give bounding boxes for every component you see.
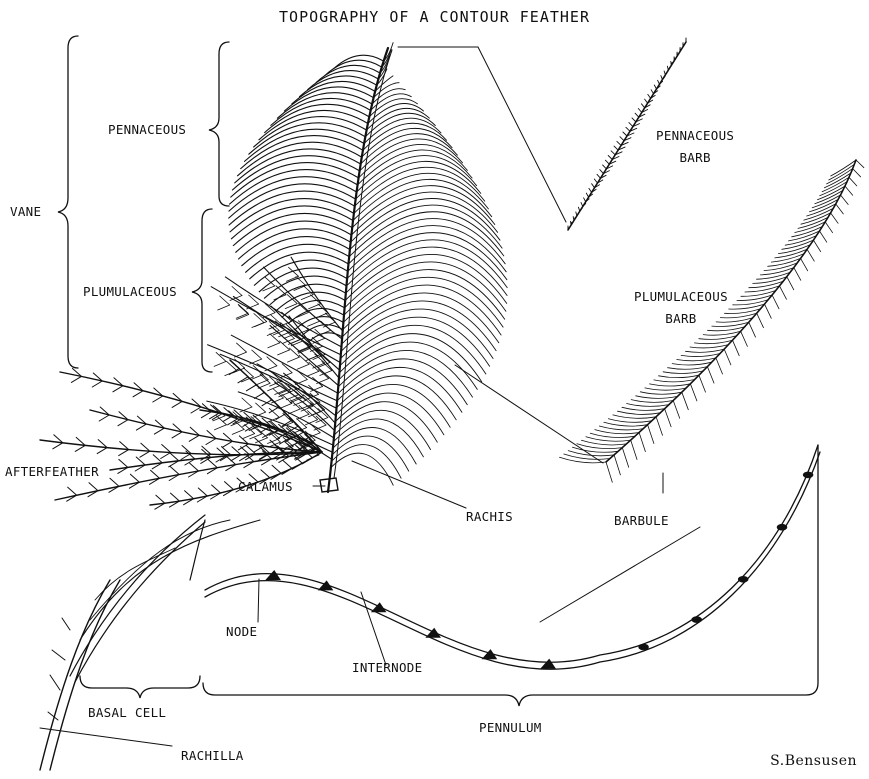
label-rachis: RACHIS bbox=[466, 509, 513, 524]
label-pennulum: PENNULUM bbox=[479, 720, 542, 735]
label-vane: VANE bbox=[10, 204, 41, 219]
label-plumulaceous-barb: PLUMULACEOUS BARB bbox=[634, 286, 728, 330]
figure-title: TOPOGRAPHY OF A CONTOUR FEATHER bbox=[0, 8, 869, 26]
label-calamus: CALAMUS bbox=[238, 479, 293, 494]
label-rachilla: RACHILLA bbox=[181, 748, 244, 763]
label-pennaceous-barb: PENNACEOUS BARB bbox=[656, 125, 734, 169]
main-feather bbox=[207, 43, 507, 492]
label-barbule: BARBULE bbox=[614, 513, 669, 528]
label-plumulaceous: PLUMULACEOUS bbox=[83, 284, 177, 299]
brace-basal-cell bbox=[80, 676, 200, 698]
label-afterfeather: AFTERFEATHER bbox=[5, 464, 99, 479]
label-basal-cell: BASAL CELL bbox=[88, 705, 166, 720]
brace-vane bbox=[58, 36, 78, 368]
label-pennaceous: PENNACEOUS bbox=[108, 122, 186, 137]
artist-signature: S.Bensusen bbox=[770, 753, 857, 769]
brace-plumulaceous bbox=[192, 209, 212, 372]
barbule-detail-drawing bbox=[40, 445, 820, 770]
label-node: NODE bbox=[226, 624, 257, 639]
brace-pennaceous bbox=[209, 42, 229, 206]
brace-pennulum bbox=[203, 445, 818, 706]
label-internode: INTERNODE bbox=[352, 660, 422, 675]
